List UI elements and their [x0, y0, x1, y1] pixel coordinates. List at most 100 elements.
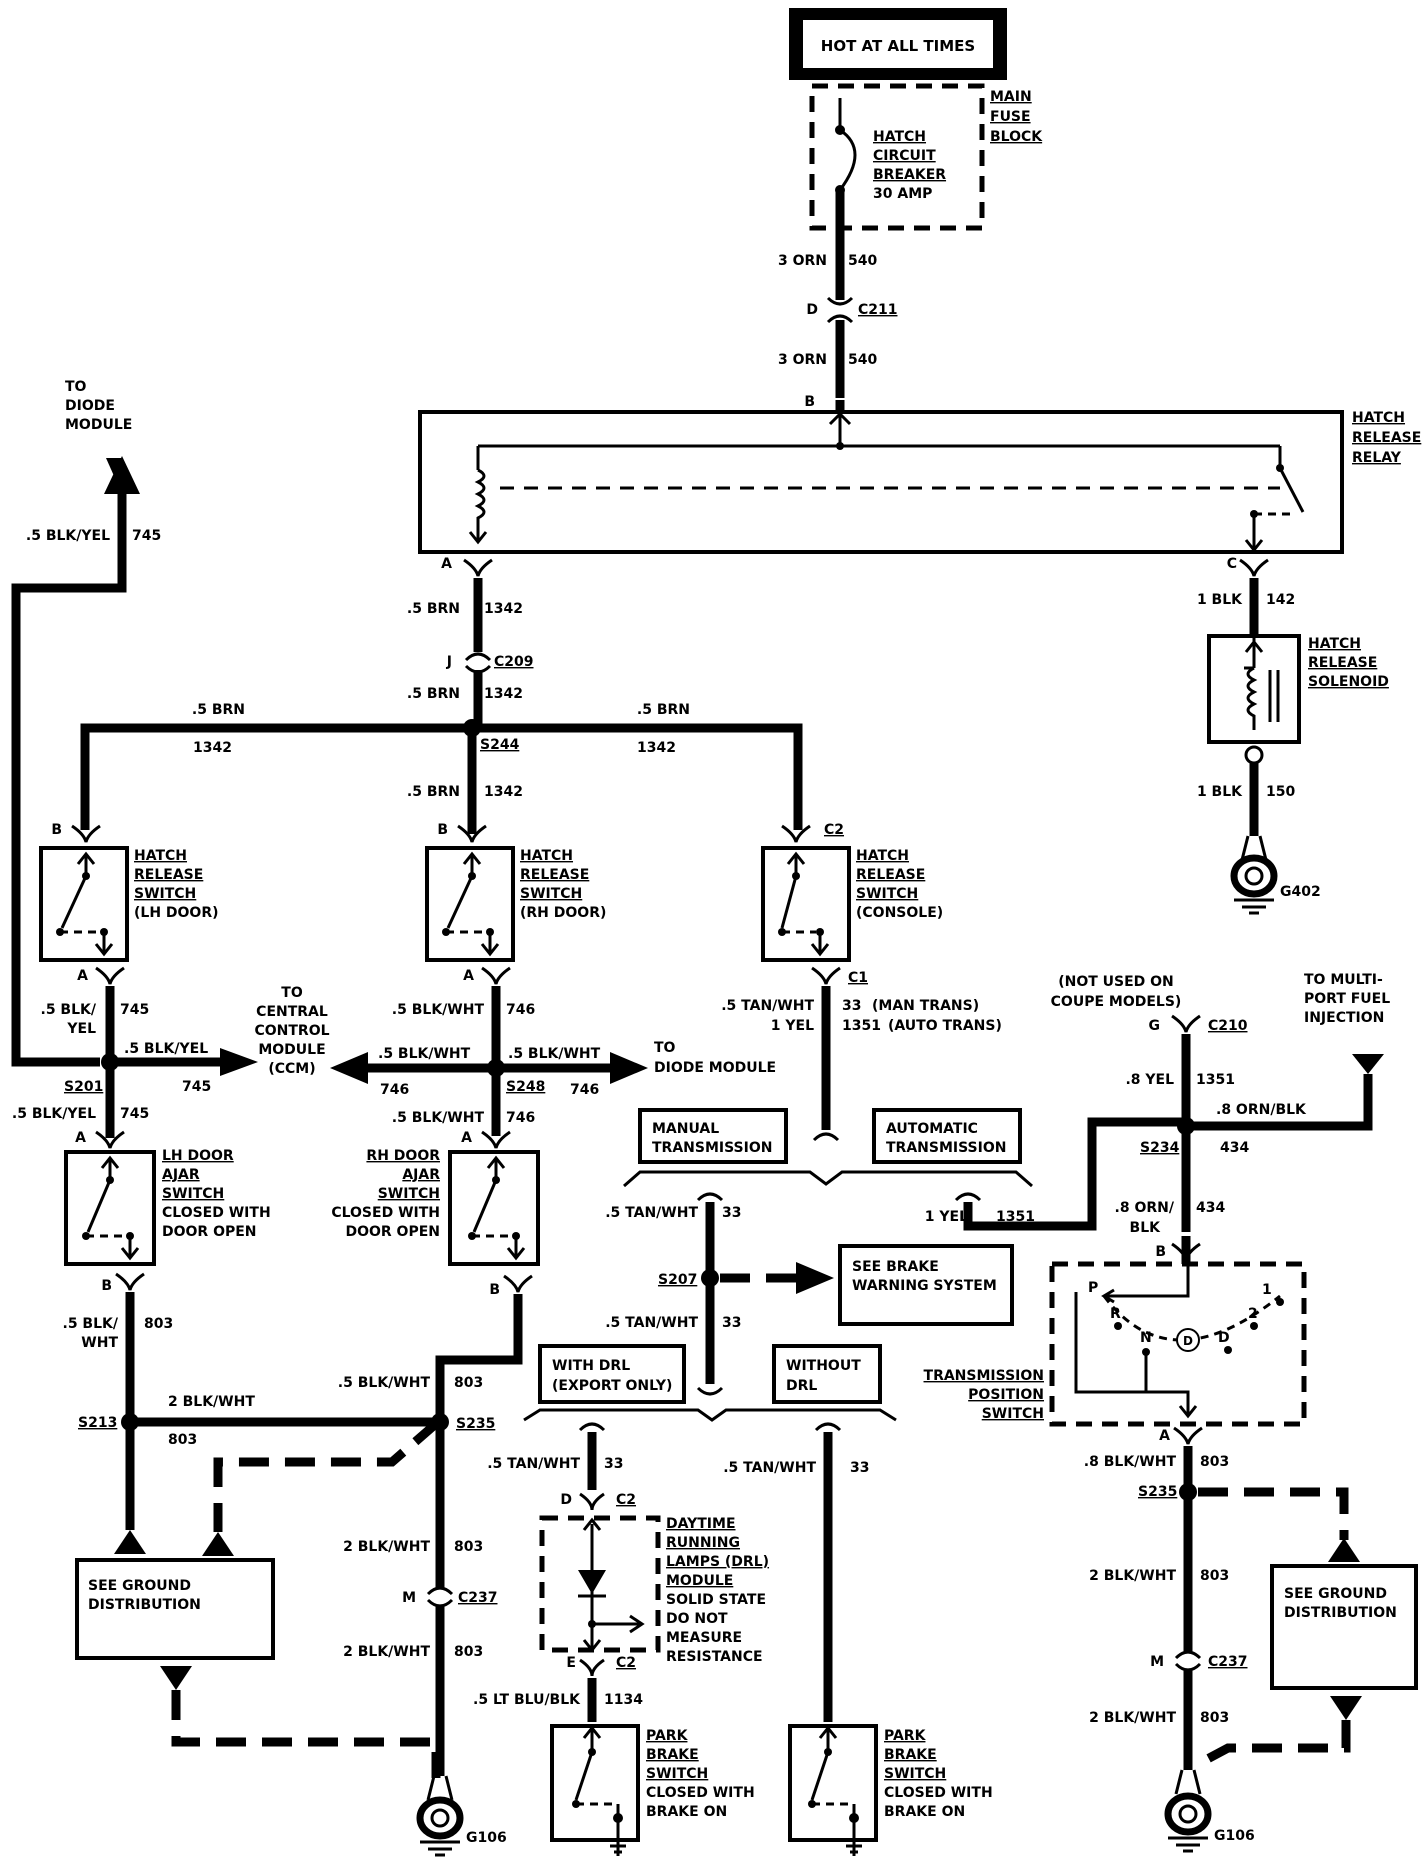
wire-803-lh-circuit: 803 [144, 1316, 173, 1332]
wire-1342-right-circuit: 1342 [637, 740, 676, 756]
wire-746-ajar-color: .5 BLK/WHT [392, 1110, 485, 1126]
wire-1342-c209-circuit: 1342 [484, 686, 523, 702]
option-without-drl: WITHOUT DRL [772, 1344, 882, 1404]
ground-dist-right-label-2: DISTRIBUTION [1284, 1605, 1397, 1621]
wire-33-console-end [812, 1132, 840, 1142]
c237-left-pin: M [402, 1590, 416, 1606]
ground-dist-right-label-1: SEE GROUND [1284, 1586, 1387, 1602]
lh-ajar-note-1: CLOSED WITH [162, 1205, 271, 1221]
lh-ajar-note-2: DOOR OPEN [162, 1224, 257, 1240]
wire-1342-left-color: .5 BRN [192, 702, 245, 718]
not-used-label-1: (NOT USED ON [1058, 974, 1174, 990]
wire-745-diode [11, 494, 127, 1067]
ground-dist-right-arrow-down [1330, 1696, 1362, 1720]
with-drl-label-1: WITH DRL [552, 1358, 630, 1374]
diode-top-label-2: DIODE [65, 398, 115, 414]
console-switch-label-2: RELEASE [856, 867, 925, 883]
wire-33-manual-circuit: 33 [722, 1205, 741, 1221]
wire-745-lh-color: .5 BLK/ [41, 1002, 97, 1018]
tps-2-label: 2 [1248, 1306, 1258, 1322]
c210-pin: G [1149, 1018, 1161, 1034]
wire-803-rh [435, 1294, 523, 1776]
rh-switch-location: (RH DOOR) [520, 905, 606, 921]
wire-746-ccm-circuit: 746 [380, 1082, 409, 1098]
park-brake-nodrl-label-1: PARK [884, 1728, 927, 1744]
wire-434-tps-circuit: 434 [1196, 1200, 1225, 1216]
diode-mid-arrow [610, 1052, 648, 1084]
tps-pin-a-symbol [1173, 1426, 1203, 1445]
wire-746-rh-color: .5 BLK/WHT [392, 1002, 485, 1018]
pfi-label-2: PORT FUEL [1304, 991, 1390, 1007]
lh-switch-label-2: RELEASE [134, 867, 203, 883]
drl-module: DAYTIME RUNNING LAMPS (DRL) MODULE SOLID… [539, 1515, 769, 1665]
pfi-arrow [1352, 1054, 1384, 1074]
wire-745-top-color: .5 BLK/YEL [26, 528, 110, 544]
wire-745-ccm-color: .5 BLK/YEL [124, 1041, 208, 1057]
wire-803-c237b-top-circuit: 803 [1200, 1568, 1229, 1584]
ground-dist-right-arrow-up [1328, 1538, 1360, 1562]
rh-door-ajar-switch: RH DOOR AJAR SWITCH CLOSED WITH DOOR OPE… [331, 1148, 540, 1266]
c237-left-label: C237 [458, 1590, 498, 1606]
wire-1342-mid-circuit: 1342 [484, 784, 523, 800]
wire-803-lh-color2: WHT [81, 1335, 118, 1351]
ground-g402-label: G402 [1280, 884, 1321, 900]
hatch-release-solenoid: HATCH RELEASE SOLENOID [1207, 634, 1389, 744]
drl-split-bracket [523, 1408, 897, 1422]
console-switch-label-3: SWITCH [856, 886, 918, 902]
wire-33-manual-color: .5 TAN/WHT [605, 1205, 698, 1221]
ground-dist-left-return [171, 1690, 441, 1778]
wire-1351-auto-start [954, 1192, 982, 1202]
ground-dist-left-dashed [213, 1418, 441, 1532]
park-brake-nodrl-label-2: BRAKE [884, 1747, 937, 1763]
wire-33-nodrl-circuit: 33 [850, 1460, 869, 1476]
wire-803-rh-circuit: 803 [454, 1375, 483, 1391]
wire-746-ccm-color: .5 BLK/WHT [378, 1046, 471, 1062]
ground-dist-left-label-2: DISTRIBUTION [88, 1597, 201, 1613]
lh-switch-location: (LH DOOR) [134, 905, 219, 921]
relay-label-3: RELAY [1352, 450, 1402, 466]
breaker-rating: 30 AMP [873, 186, 932, 202]
splice-s234-label: S234 [1140, 1140, 1180, 1156]
with-drl-label-2: (EXPORT ONLY) [552, 1378, 672, 1394]
wire-33-nodrl-color: .5 TAN/WHT [723, 1460, 816, 1476]
wire-803-tps-color: .8 BLK/WHT [1084, 1454, 1177, 1470]
diode-mid-label-1: TO [654, 1040, 676, 1056]
wire-150-circuit: 150 [1266, 784, 1295, 800]
tps-label-3: SWITCH [982, 1406, 1044, 1422]
diode-top-label-1: TO [65, 379, 87, 395]
lh-hatch-release-switch: HATCH RELEASE SWITCH (LH DOOR) [39, 846, 219, 962]
wire-434-pfi-circuit: 434 [1220, 1140, 1249, 1156]
lh-switch-pin-a-symbol [95, 966, 125, 985]
drl-pin-d-symbol [579, 1492, 605, 1511]
rh-switch-label-3: SWITCH [520, 886, 582, 902]
wire-142-color: 1 BLK [1197, 592, 1243, 608]
wire-746-diode-circuit: 746 [570, 1082, 599, 1098]
console-switch-pin-c1-symbol [811, 966, 841, 985]
wire-1342-left-circuit: 1342 [193, 740, 232, 756]
wire-33-drl-circuit: 33 [604, 1456, 623, 1472]
wire-142-circuit: 142 [1266, 592, 1295, 608]
option-with-drl: WITH DRL (EXPORT ONLY) [538, 1344, 686, 1404]
wire-33-console-color: .5 TAN/WHT [721, 998, 814, 1014]
drl-c2-d-label: C2 [616, 1492, 636, 1508]
relay-pin-b: B [804, 394, 815, 410]
wire-745-lh-color2: YEL [66, 1021, 96, 1037]
wire-803-c237a-top-color: 2 BLK/WHT [343, 1539, 430, 1555]
lh-switch-pin-b: B [51, 822, 62, 838]
rh-ajar-label-1: RH DOOR [366, 1148, 440, 1164]
splice-s235-left [431, 1413, 449, 1431]
wire-1134-circuit: 1134 [604, 1692, 643, 1708]
wire-745-top-circuit: 745 [132, 528, 161, 544]
wire-33-drl-color: .5 TAN/WHT [487, 1456, 580, 1472]
rh-ajar-note-2: DOOR OPEN [345, 1224, 440, 1240]
wire-33-manual-start [696, 1192, 724, 1202]
diode-mid-label-2: DIODE MODULE [654, 1060, 776, 1076]
fuse-block-label-2: FUSE [990, 109, 1031, 125]
splice-s213-label: S213 [78, 1415, 117, 1431]
wire-434-pfi-color: .8 ORN/BLK [1216, 1102, 1307, 1118]
wire-33-drl-start [578, 1422, 606, 1432]
drl-module-label-2: RUNNING [666, 1535, 740, 1551]
wire-540a-circuit: 540 [848, 253, 877, 269]
wire-803-c237a-bot-color: 2 BLK/WHT [343, 1644, 430, 1660]
